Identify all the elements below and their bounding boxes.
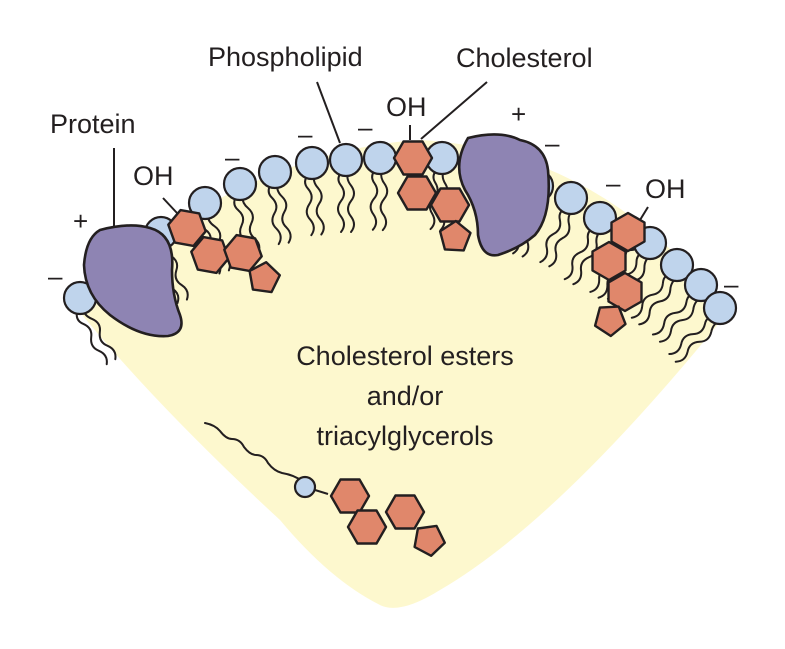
fatty-acid-tail xyxy=(75,308,108,366)
charge-minus-2: – xyxy=(298,119,313,149)
hexagon-ring xyxy=(346,509,388,545)
pentagon-ring xyxy=(413,524,446,557)
phospholipid-leader-line xyxy=(316,81,341,144)
phospholipid-head xyxy=(362,140,398,176)
ester-bond xyxy=(314,489,329,495)
phospholipid-head xyxy=(683,267,719,303)
lipid-core xyxy=(70,140,728,608)
fatty-acid-tail xyxy=(651,291,700,336)
fatty-acid-tail xyxy=(379,167,389,232)
hexagon-ring xyxy=(591,240,627,282)
phospholipid-head xyxy=(702,290,738,326)
cholesterol-ester-molecule xyxy=(329,478,446,557)
phospholipid-head xyxy=(328,142,364,178)
charge-minus-6: – xyxy=(724,269,739,299)
hexagon-ring xyxy=(610,211,646,253)
charge-minus-3: – xyxy=(358,112,373,142)
protein-label: Protein xyxy=(50,109,136,139)
fatty-acid-tail xyxy=(668,314,720,355)
fatty-acid-tail xyxy=(346,169,355,233)
protein-right xyxy=(457,133,551,257)
core-label-line-3: triacylglycerols xyxy=(316,421,493,451)
fatty-acid-tail xyxy=(369,166,379,231)
core-label-line-1: Cholesterol esters xyxy=(296,341,514,371)
fatty-acid-tail xyxy=(674,319,723,363)
hexagon-ring xyxy=(607,271,643,313)
fatty-acid-tail xyxy=(630,271,676,319)
phospholipid-head xyxy=(257,154,293,190)
oh-label-left: OH xyxy=(133,161,174,191)
core-label-line-2: and/or xyxy=(367,381,444,411)
cholesterol-molecule-center xyxy=(392,140,472,252)
charge-minus-left: – xyxy=(48,261,63,291)
ester-fatty-acid-tail xyxy=(204,422,303,482)
cholesterol-molecule-right xyxy=(591,211,646,338)
oh-bond-left xyxy=(162,197,178,214)
phospholipid-head xyxy=(222,166,258,202)
fatty-acid-tail xyxy=(539,205,570,264)
fatty-acid-tail xyxy=(563,225,599,281)
fatty-acid-tail xyxy=(81,305,117,361)
cholesterol-label: Cholesterol xyxy=(456,43,593,73)
oh-bond-right xyxy=(639,206,649,221)
phospholipid-head xyxy=(659,247,695,283)
oh-label-right: OH xyxy=(645,174,686,204)
oh-label-center: OH xyxy=(386,92,427,122)
charge-minus-5: – xyxy=(606,168,621,198)
charge-plus-left: + xyxy=(73,206,88,236)
fatty-acid-tail xyxy=(337,169,345,233)
fatty-acid-tail xyxy=(312,171,325,236)
hexagon-ring xyxy=(167,208,207,248)
protein-left xyxy=(82,224,183,338)
hexagon-ring xyxy=(392,140,434,176)
hexagon-ring xyxy=(329,478,371,514)
ester-head xyxy=(293,475,317,499)
cholesterol-leader-line xyxy=(420,81,488,140)
pentagon-ring xyxy=(593,305,627,338)
hexagon-ring xyxy=(396,175,438,211)
hexagon-ring xyxy=(429,187,471,223)
fatty-acid-tail xyxy=(658,296,705,343)
charge-plus-right: + xyxy=(511,99,526,129)
hexagon-ring xyxy=(190,235,230,275)
phospholipid-head xyxy=(294,145,330,181)
pentagon-ring xyxy=(248,261,281,294)
pentagon-ring xyxy=(438,219,472,252)
fatty-acid-tail xyxy=(276,180,292,244)
phospholipid-head xyxy=(187,185,223,221)
phospholipid-label: Phospholipid xyxy=(208,42,363,72)
phospholipid-head xyxy=(582,200,618,236)
fatty-acid-tail xyxy=(572,228,604,286)
fatty-acid-tail xyxy=(304,172,315,237)
fatty-acid-tail xyxy=(638,276,681,326)
charge-minus-4: – xyxy=(545,128,560,158)
cholesterol-molecule-left xyxy=(167,208,281,294)
fatty-acid-tail xyxy=(548,208,575,268)
hexagon-ring xyxy=(384,494,426,530)
fatty-acid-tail xyxy=(267,181,282,246)
phospholipid-head xyxy=(553,180,589,216)
charge-minus-1: – xyxy=(225,142,240,172)
